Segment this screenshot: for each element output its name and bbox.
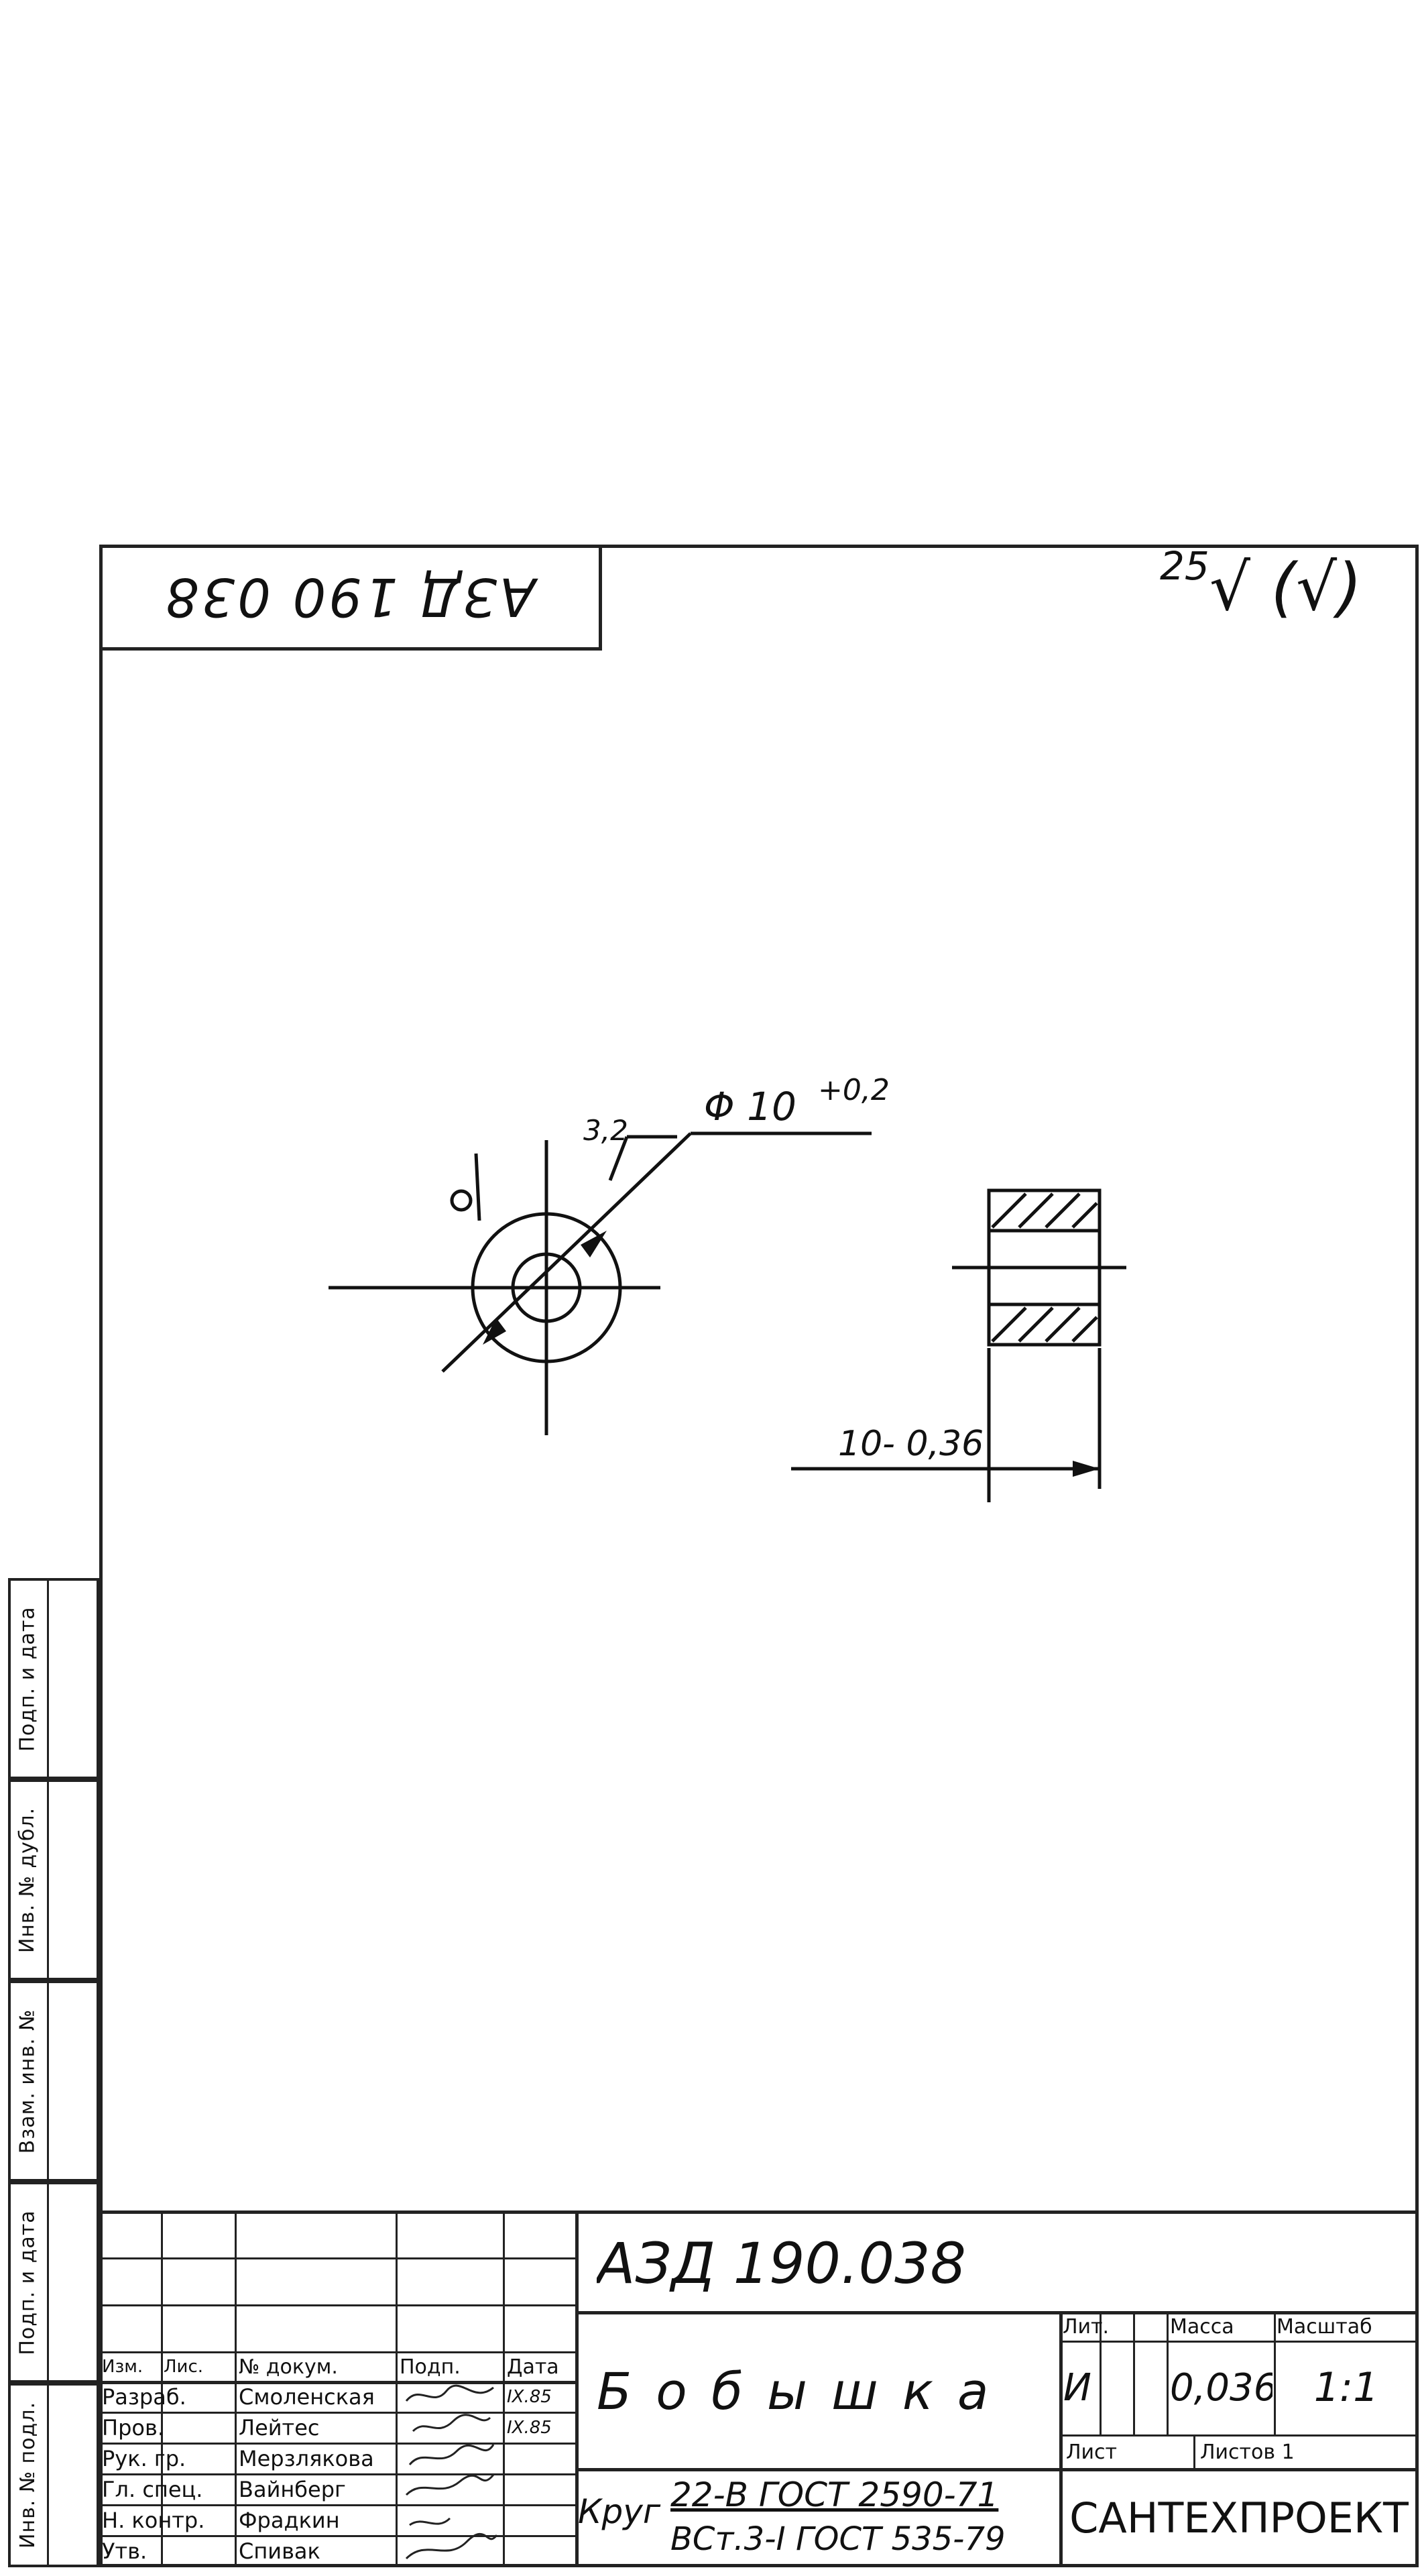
top-stamp: АЗД 190 038 (99, 545, 602, 651)
header-list: Лис. (164, 2357, 204, 2377)
side-cell-4 (8, 2182, 99, 2383)
mass-label: Масса (1170, 2314, 1234, 2339)
material-top: 22-В ГОСТ 2590-71 (670, 2475, 999, 2514)
org-name: САНТЕХПРОЕКТ (1069, 2493, 1409, 2542)
part-name: Б о б ы ш к а (597, 2361, 993, 2421)
name-6: Спивак (239, 2538, 320, 2564)
role-6: Утв. (102, 2538, 147, 2564)
chamfer-label: 3,2 (583, 1114, 628, 1147)
side-cell-1 (8, 1578, 99, 1779)
mass-value: 0,036 (1170, 2365, 1272, 2410)
scale-label: Масштаб (1277, 2314, 1372, 2339)
role-4: Гл. спец. (102, 2477, 203, 2502)
dia-leader (441, 1132, 692, 1373)
dia-tolerance: +0,2 (818, 1073, 890, 1107)
roughness-value: 25 (1160, 543, 1209, 589)
side-cell-3 (8, 1980, 99, 2182)
side-label-5: Подп. и дата (15, 1606, 40, 1752)
header-date: Дата (507, 2355, 559, 2379)
sheets-label: Листов 1 (1200, 2440, 1295, 2464)
material-prefix: Круг (578, 2492, 661, 2531)
scale-value: 1:1 (1313, 2364, 1379, 2411)
title-block (99, 2210, 1419, 2567)
signatures (405, 2384, 498, 2560)
section-top (987, 1188, 1102, 1233)
dia-label: Φ 10 (704, 1084, 796, 1129)
name-1: Смоленская (239, 2384, 375, 2410)
side-label-1: Инв. № подл. (15, 2402, 40, 2549)
side-label-4: Инв. № дубл. (15, 1807, 40, 1953)
name-2: Лейтес (239, 2415, 320, 2441)
role-3: Рук. гр. (102, 2446, 186, 2471)
roughness-other: (√) (1270, 550, 1362, 625)
role-5: Н. контр. (102, 2508, 205, 2533)
side-label-2: Подп. и дата (15, 2209, 40, 2355)
lit-value: И (1063, 2365, 1091, 2410)
name-5: Фрадкин (239, 2508, 340, 2533)
width-label: 10- 0,36 (838, 1424, 984, 1464)
lit-label: Лит. (1063, 2314, 1110, 2339)
header-sign: Подп. (400, 2355, 461, 2379)
side-label-3: Взам. инв. № (15, 2009, 40, 2153)
name-4: Вайнберг (239, 2477, 346, 2502)
sheet-label: Лист (1066, 2440, 1118, 2464)
side-cell-2 (8, 1779, 99, 1980)
section-bottom (987, 1302, 1102, 1347)
side-cell-5 (8, 2383, 99, 2567)
roughness-check-icon: √ (1209, 550, 1250, 625)
material-bottom: ВСт.3-I ГОСТ 535-79 (670, 2520, 1006, 2558)
date-2: IX.85 (507, 2418, 552, 2438)
roughness-symbol: 25√ (√) (1160, 543, 1362, 625)
header-izm: Изм. (102, 2357, 143, 2377)
name-3: Мерзлякова (239, 2446, 374, 2471)
role-1: Разраб. (102, 2384, 186, 2410)
title-designation: АЗД 190.038 (597, 2231, 967, 2296)
date-1: IX.85 (507, 2387, 552, 2407)
drawing-frame (99, 545, 1419, 2567)
role-2: Пров. (102, 2415, 164, 2441)
header-doc: № докум. (239, 2355, 338, 2379)
